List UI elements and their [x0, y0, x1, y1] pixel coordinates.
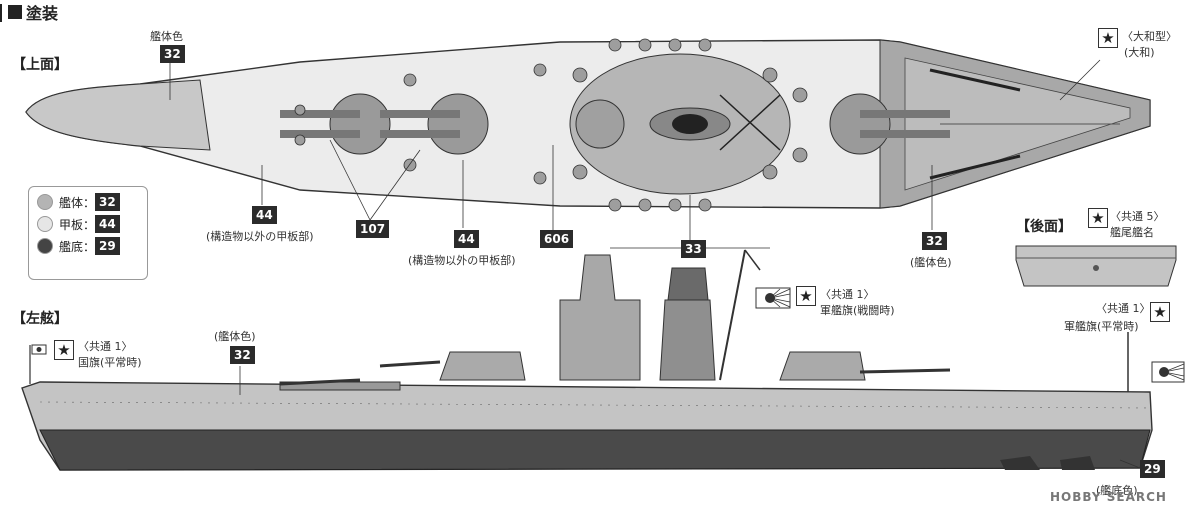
common1-label: 〈共通 1〉	[78, 340, 133, 353]
yamato-label: (大和)	[1124, 46, 1155, 59]
legend-row-hull: 艦体： 32	[37, 191, 139, 213]
watermark: HOBBY SEARCH	[1050, 490, 1167, 504]
deck-swatch-icon	[37, 216, 53, 232]
yamato-type-label: 〈大和型〉	[1122, 30, 1177, 43]
common1-label: 〈共通 1〉	[820, 288, 875, 301]
callout-code: 29	[1140, 460, 1165, 478]
callout-code: 107	[356, 220, 390, 238]
callout-code: 32	[230, 346, 255, 364]
section-top-view: 【上面】	[12, 57, 68, 73]
legend-row-bottom: 艦底： 29	[37, 235, 139, 257]
national-flag-label: 国旗(平常時)	[78, 356, 142, 369]
callout-code: 44	[454, 230, 479, 248]
callout-code: 32	[160, 45, 185, 63]
header: 塗装	[0, 0, 58, 24]
legend-code: 44	[95, 215, 120, 233]
star-icon: ★	[1150, 302, 1170, 322]
deck-note: (構造物以外の甲板部)	[206, 230, 314, 243]
legend-label: 艦体：	[59, 195, 96, 210]
legend-code: 29	[95, 237, 120, 255]
callout-code: 606	[540, 230, 574, 248]
header-rule	[0, 4, 2, 22]
legend-label: 艦底：	[59, 239, 96, 254]
stern-note: (艦体色)	[910, 256, 952, 269]
stern-name-label: 艦尾艦名	[1110, 226, 1154, 239]
rear-view	[1015, 245, 1177, 287]
bottom-swatch-icon	[37, 238, 53, 254]
deck-note: (構造物以外の甲板部)	[408, 254, 516, 267]
hull-swatch-icon	[37, 194, 53, 210]
header-square-icon	[8, 5, 22, 19]
star-icon: ★	[54, 340, 74, 360]
bottom-note: (艦底色)	[1096, 484, 1138, 497]
star-icon: ★	[796, 286, 816, 306]
star-icon: ★	[1088, 208, 1108, 228]
callout-code: 44	[252, 206, 277, 224]
callout-code: 33	[681, 240, 706, 258]
side-view-hull	[21, 249, 1185, 471]
star-icon: ★	[1098, 28, 1118, 48]
header-title: 塗装	[26, 4, 59, 23]
legend-code: 32	[95, 193, 120, 211]
section-port-side: 【左舷】	[12, 311, 68, 327]
hull-color-label: (艦体色)	[214, 330, 256, 343]
callout-code: 32	[922, 232, 947, 250]
common1-label: 〈共通 1〉	[1096, 302, 1151, 315]
legend-label: 甲板：	[59, 217, 96, 232]
legend-row-deck: 甲板： 44	[37, 213, 139, 235]
common5-label: 〈共通 5〉	[1110, 210, 1165, 223]
legend-box: 艦体： 32 甲板： 44 艦底： 29	[28, 186, 148, 280]
top-view-hull	[25, 38, 1151, 212]
battle-flag-label: 軍艦旗(戦闘時)	[820, 304, 895, 317]
peace-flag-label: 軍艦旗(平常時)	[1064, 320, 1139, 333]
section-rear-view: 【後面】	[1016, 219, 1072, 235]
hull-color-label: 艦体色	[150, 30, 183, 43]
